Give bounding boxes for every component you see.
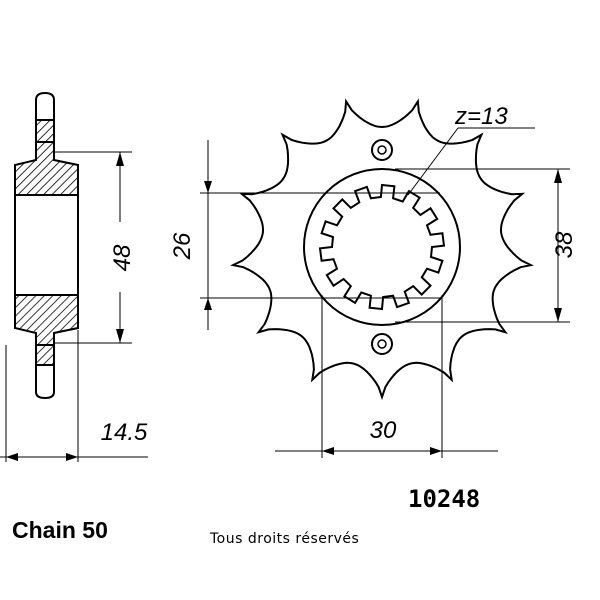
teeth-count-label: z=13 — [454, 103, 508, 130]
mounting-hole-top — [371, 139, 393, 161]
chain-size-label: Chain 50 — [12, 517, 108, 543]
part-number: 10248 — [408, 485, 480, 513]
side-tooth-top-hatch — [35, 119, 55, 143]
dimension-38-label: 38 — [551, 231, 578, 258]
dimension-48-label: 48 — [109, 244, 136, 271]
side-hub-bottom — [14, 294, 79, 346]
dimension-30-label: 30 — [370, 417, 397, 444]
hub-circle — [303, 168, 461, 326]
spline-bore — [318, 183, 446, 311]
mounting-hole-bottom — [371, 333, 393, 355]
side-hub-bore — [14, 194, 79, 296]
dimension-26-label: 26 — [169, 232, 196, 260]
copyright-notice: Tous droits réservés — [209, 531, 359, 547]
side-view — [0, 91, 148, 462]
side-tooth-bottom-hatch — [35, 344, 55, 366]
dimension-14-5-label: 14.5 — [101, 419, 148, 446]
front-view — [230, 98, 534, 401]
sprocket-outline — [230, 98, 534, 401]
side-hub-top — [14, 141, 79, 196]
front-dimensions — [200, 127, 570, 458]
side-tooth-bottom — [35, 360, 55, 400]
